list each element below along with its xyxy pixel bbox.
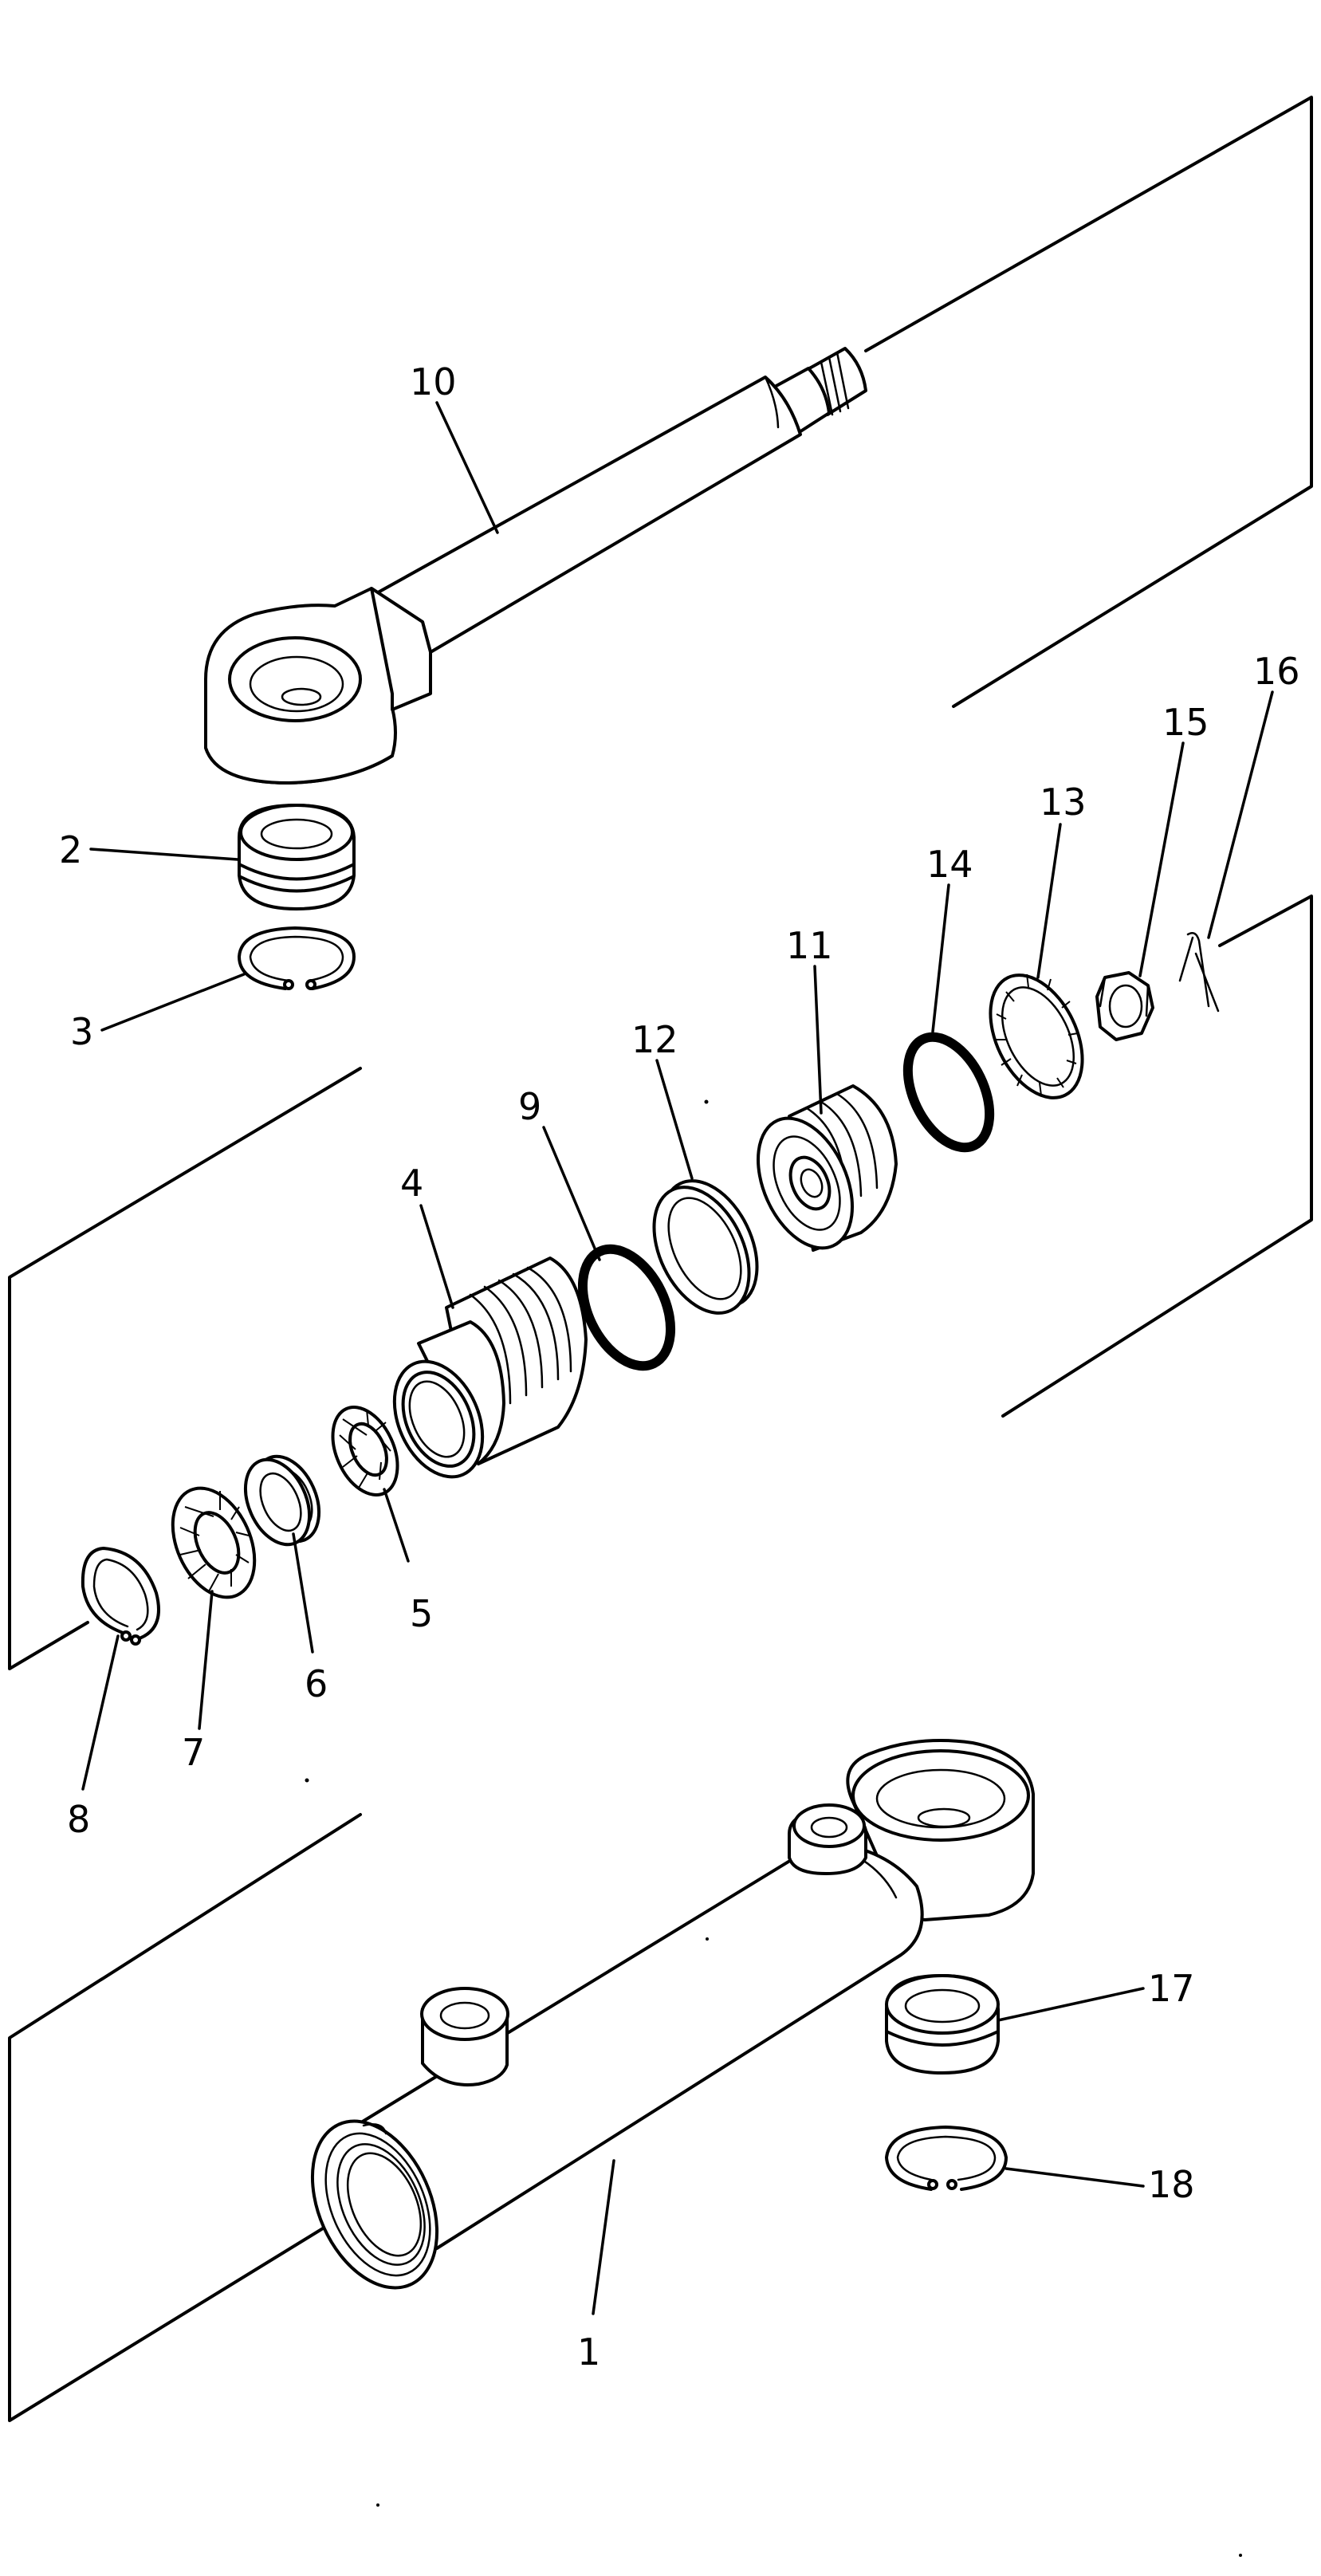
wear-ring [652, 1179, 759, 1315]
callout-11: 11 [786, 924, 833, 967]
callout-10: 10 [410, 360, 457, 403]
cylinder-tube [310, 1739, 1035, 2290]
callout-7: 7 [182, 1731, 205, 1774]
bushing-upper [238, 804, 356, 910]
callout-12: 12 [631, 1018, 678, 1061]
callouts: 10 2 3 4 5 6 7 8 9 12 11 14 13 15 16 17 … [59, 360, 1300, 2373]
cotter-pin [1178, 932, 1220, 1013]
snap-ring-lower-left [81, 1547, 160, 1646]
castle-nut [1095, 971, 1154, 1041]
snap-ring-lower-right [885, 2126, 1008, 2191]
frame-gland-piston-group [8, 895, 1313, 1670]
callout-16: 16 [1253, 650, 1300, 693]
leader-lines [81, 401, 1274, 2315]
dust-seal [331, 1406, 399, 1496]
callout-8: 8 [67, 1798, 90, 1841]
piston-rod [204, 347, 867, 785]
backup-ring [989, 973, 1084, 1099]
o-ring-piston [902, 1032, 995, 1153]
cylinder-head [392, 1257, 588, 1479]
snap-ring-upper [238, 926, 356, 990]
callout-5: 5 [410, 1592, 433, 1635]
callout-15: 15 [1162, 701, 1209, 744]
callout-3: 3 [70, 1010, 93, 1053]
callout-17: 17 [1148, 1967, 1195, 2010]
piston [757, 1084, 898, 1252]
callout-2: 2 [59, 828, 82, 871]
frame-cylinder-tube-group [8, 1813, 362, 2422]
callout-13: 13 [1040, 781, 1087, 824]
o-ring [577, 1244, 676, 1371]
callout-14: 14 [926, 843, 973, 886]
callout-9: 9 [518, 1085, 541, 1128]
bushing-ring [243, 1454, 321, 1547]
callout-4: 4 [400, 1162, 423, 1205]
rod-packing [171, 1486, 257, 1599]
frame-piston-rod-group [864, 96, 1313, 708]
callout-18: 18 [1148, 2163, 1195, 2206]
callout-1: 1 [577, 2330, 600, 2373]
bushing-lower [885, 1974, 1000, 2075]
callout-6: 6 [305, 1662, 328, 1705]
